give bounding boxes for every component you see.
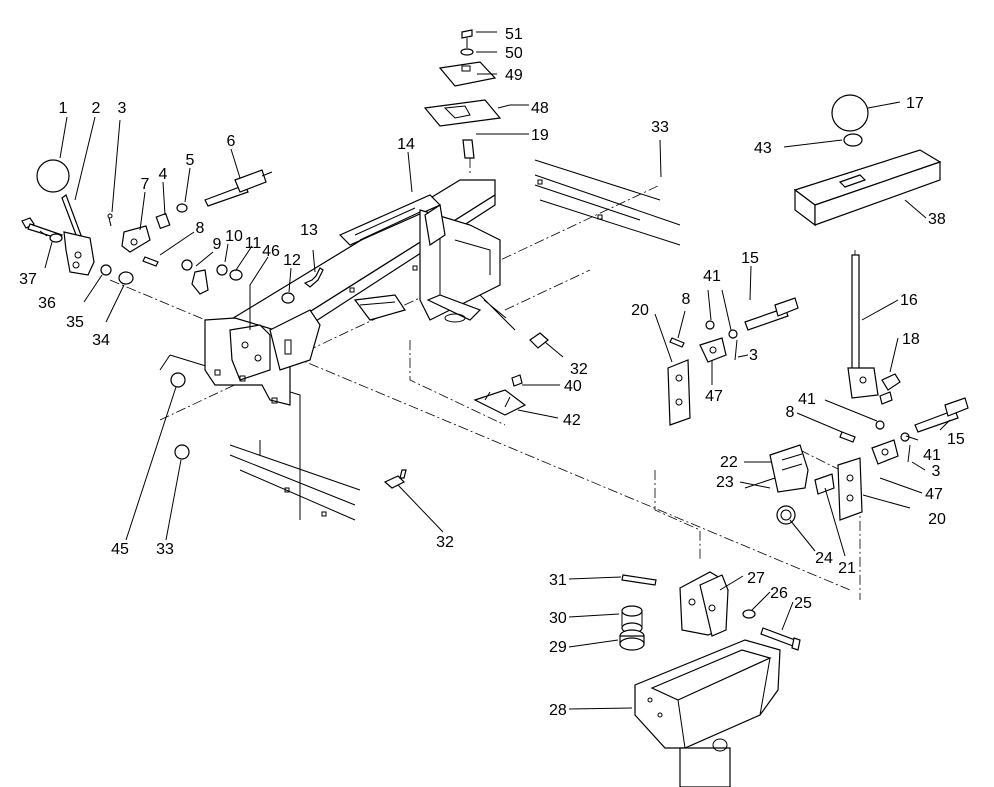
callout-47: 47 (705, 388, 723, 405)
callout-10: 10 (225, 228, 243, 245)
callout-50: 50 (505, 45, 523, 62)
callout-2: 2 (92, 100, 101, 117)
callout-32-right: 32 (570, 361, 588, 378)
callout-3-right: 3 (749, 347, 758, 364)
callout-8-right: 8 (682, 291, 691, 308)
callout-36: 36 (38, 295, 56, 312)
callout-51: 51 (505, 26, 523, 43)
left-bracket (204, 309, 321, 406)
callout-32: 32 (436, 534, 454, 551)
callout-43: 43 (754, 140, 772, 157)
callout-13: 13 (300, 222, 318, 239)
callout-12: 12 (283, 252, 301, 269)
callout-41-right: 41 (923, 447, 941, 464)
right-lower-assembly (744, 397, 969, 525)
left-lever-assembly (21, 159, 324, 304)
callout-8: 8 (196, 220, 205, 237)
callout-26: 26 (770, 585, 788, 602)
shift-plate-stack (423, 29, 502, 159)
callout-25: 25 (794, 595, 812, 612)
console-frame (228, 179, 516, 353)
callout-17: 17 (906, 95, 924, 112)
callout-27: 27 (747, 570, 765, 587)
right-shift-lever (793, 94, 942, 405)
callout-33: 33 (156, 541, 174, 558)
callout-8-lower: 8 (786, 404, 795, 421)
callout-22: 22 (720, 454, 738, 471)
callout-38: 38 (928, 211, 946, 228)
callout-35: 35 (66, 314, 84, 331)
callout-29: 29 (549, 639, 567, 656)
callout-7: 7 (141, 176, 150, 193)
right-mid-assembly (667, 297, 799, 426)
callout-31: 31 (549, 572, 567, 589)
callout-46: 46 (262, 243, 280, 260)
centre-hardware (170, 332, 549, 489)
callout-18: 18 (902, 331, 920, 348)
callout-28: 28 (549, 702, 567, 719)
callout-labels: 1 2 3 4 5 6 7 8 9 10 11 46 12 13 14 37 3… (19, 26, 965, 719)
callout-3: 3 (118, 100, 127, 117)
callout-33-right: 33 (651, 119, 669, 136)
leader-lines (39, 31, 951, 710)
callout-23: 23 (716, 474, 734, 491)
bottom-assembly (619, 571, 801, 787)
callout-30: 30 (549, 610, 567, 627)
callout-5: 5 (186, 152, 195, 169)
callout-3-lower: 3 (932, 463, 941, 480)
callout-16: 16 (900, 292, 918, 309)
callout-37: 37 (19, 271, 37, 288)
callout-11: 11 (245, 235, 262, 252)
callout-15: 15 (741, 250, 759, 267)
callout-19: 19 (531, 127, 549, 144)
callout-24: 24 (815, 550, 833, 567)
callout-48: 48 (531, 100, 549, 117)
callout-41: 41 (703, 268, 721, 285)
callout-6: 6 (227, 133, 236, 150)
callout-9: 9 (213, 236, 222, 253)
frame-rail-upper (534, 159, 681, 246)
callout-1: 1 (59, 100, 68, 117)
callout-34: 34 (92, 332, 110, 349)
callout-20: 20 (631, 302, 649, 319)
callout-49: 49 (505, 67, 523, 84)
callout-4: 4 (159, 166, 168, 183)
callout-15-lower: 15 (947, 431, 965, 448)
callout-40: 40 (564, 378, 582, 395)
callout-14: 14 (397, 136, 415, 153)
callout-45: 45 (111, 541, 129, 558)
callout-21: 21 (838, 560, 856, 577)
callout-20-lower: 20 (928, 511, 946, 528)
callout-42: 42 (563, 412, 581, 429)
callout-47-lower: 47 (925, 486, 943, 503)
callout-41-lower: 41 (798, 391, 816, 408)
